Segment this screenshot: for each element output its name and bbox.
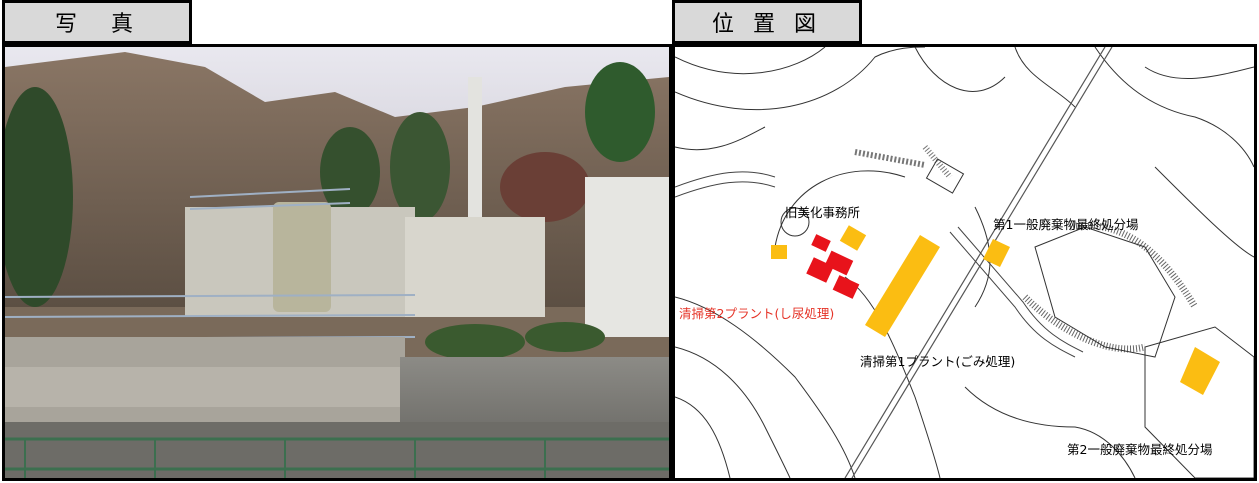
plant-2-buildings — [806, 234, 860, 299]
small-facility — [771, 245, 787, 259]
map-title: 位 置 図 — [712, 12, 822, 37]
label-landfill-1: 第1一般廃棄物最終処分場 — [993, 217, 1139, 232]
label-landfill-2: 第2一般廃棄物最終処分場 — [1067, 442, 1213, 457]
facility-photo — [2, 44, 672, 481]
label-plant-1: 清掃第1プラント(ごみ処理) — [860, 354, 1016, 369]
location-map-drawing — [675, 47, 1254, 478]
old-office-building — [839, 225, 867, 251]
photo-header: 写 真 — [2, 0, 192, 44]
map-header: 位 置 図 — [672, 0, 862, 44]
landfill-2-facility — [1180, 347, 1220, 395]
landfill-1-facility — [983, 239, 1010, 267]
plant-1-building — [865, 235, 940, 337]
location-map: 旧美化事務所 第1一般廃棄物最終処分場 清掃第2プラント(し尿処理) 清掃第1プ… — [672, 44, 1257, 481]
label-old-office: 旧美化事務所 — [785, 205, 861, 220]
photo-title: 写 真 — [54, 12, 139, 37]
label-plant-2: 清掃第2プラント(し尿処理) — [679, 306, 835, 321]
facility-photo-image — [5, 47, 669, 478]
